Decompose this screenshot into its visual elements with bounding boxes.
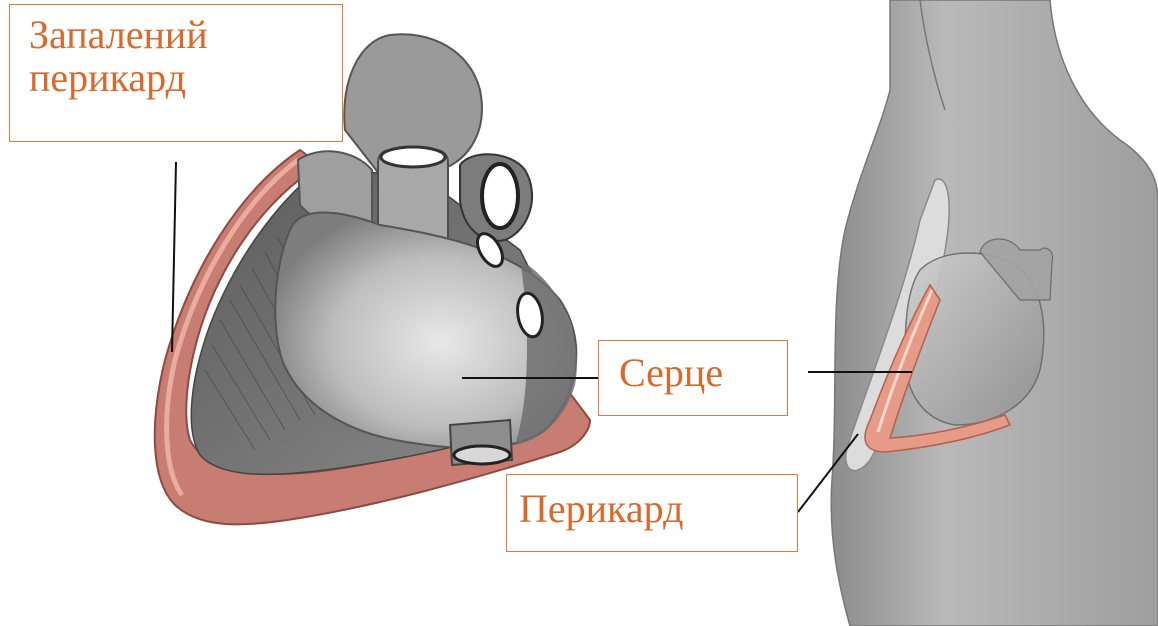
torso-illustration-right [831, 0, 1158, 626]
vessel-opening-right [482, 164, 518, 228]
label-heart-text: Серце [619, 351, 787, 394]
label-inflamed-line1: Запалений [29, 13, 330, 56]
label-heart: Серце [598, 340, 788, 416]
label-inflamed-pericardium: Запалений перикард [9, 4, 343, 142]
ivc-opening [454, 446, 510, 464]
vessel-opening-top [381, 147, 445, 167]
label-inflamed-line2: перикард [29, 56, 330, 99]
leader-line-inflamed [172, 162, 176, 352]
label-pericardium: Перикард [506, 474, 798, 552]
label-pericardium-text: Перикард [519, 487, 797, 530]
